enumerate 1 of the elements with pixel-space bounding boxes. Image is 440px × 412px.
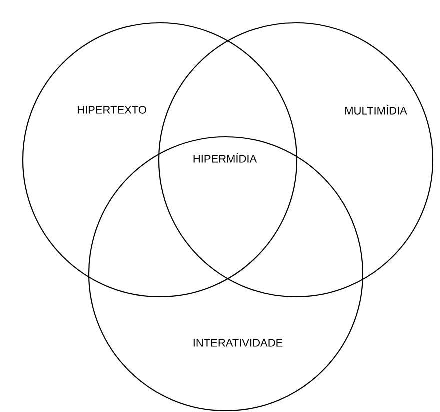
overlap-label: HIPERMÍDIA	[194, 153, 258, 163]
